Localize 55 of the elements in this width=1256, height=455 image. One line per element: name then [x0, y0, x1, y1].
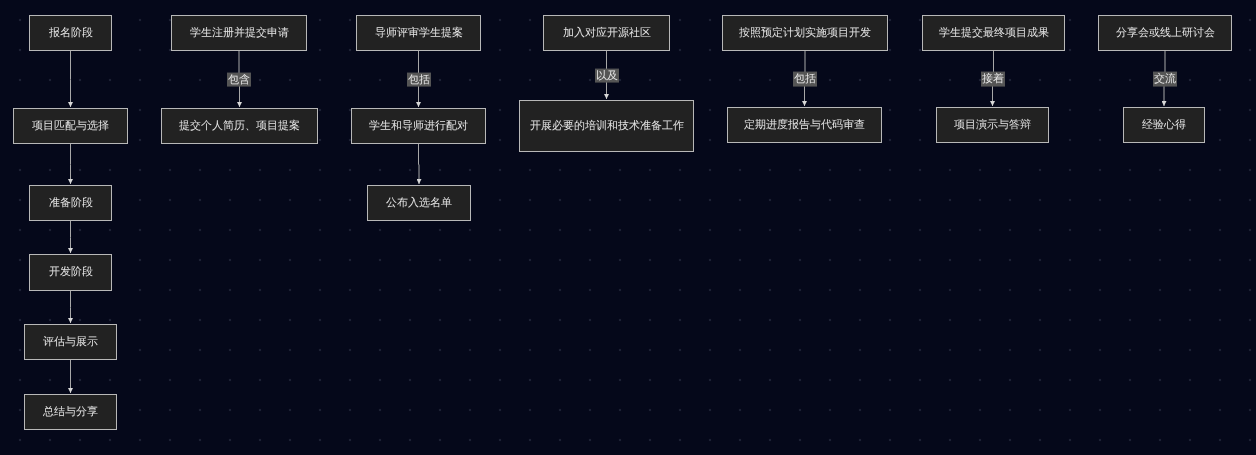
- process-box: [367, 185, 471, 221]
- edge-label: 包括: [792, 71, 817, 87]
- arrow: [68, 50, 73, 108]
- arrow: [68, 220, 73, 254]
- arrow: [237, 50, 242, 108]
- node-text: 准备阶段: [48, 194, 93, 211]
- node-text: 学生注册并提交申请: [189, 24, 289, 41]
- process-box: [722, 15, 888, 51]
- process-box: [1098, 15, 1232, 51]
- arrow: [416, 50, 421, 108]
- arrow: [68, 359, 73, 394]
- edge-label: 交流: [1152, 71, 1177, 87]
- edge-label: 接着: [981, 71, 1005, 87]
- arrow: [68, 143, 73, 185]
- node-text: 项目匹配与选择: [32, 117, 109, 134]
- node-text: 经验心得: [1142, 116, 1186, 133]
- arrow: [1161, 50, 1167, 107]
- node-text: 学生提交最终项目成果: [938, 24, 1049, 41]
- node-text: 按照预定计划实施项目开发: [739, 24, 871, 41]
- node-text: 总结与分享: [43, 403, 98, 420]
- arrow: [416, 143, 422, 185]
- process-box: [543, 15, 670, 51]
- node-text: 评估与展示: [43, 333, 98, 350]
- process-box: [936, 107, 1049, 143]
- node-text: 加入对应开源社区: [562, 24, 651, 41]
- process-box: [727, 107, 882, 143]
- process-box: [24, 394, 117, 430]
- process-box: [1123, 107, 1205, 143]
- node-text: 公布入选名单: [386, 194, 452, 211]
- arrow: [68, 290, 73, 324]
- process-box: [171, 15, 307, 51]
- arrow: [604, 50, 609, 100]
- edge-label: 以及: [594, 68, 619, 83]
- process-box: [922, 15, 1065, 51]
- node-text: 开展必要的培训和技术准备工作: [529, 117, 684, 134]
- process-box: [29, 15, 112, 51]
- node-text: 分享会或线上研讨会: [1115, 24, 1215, 41]
- edge-label: 包含: [227, 72, 252, 87]
- process-box: [351, 108, 486, 144]
- node-text: 提交个人简历、项目提案: [179, 117, 300, 134]
- edge-label: 包括: [406, 72, 431, 87]
- process-box: [29, 185, 112, 221]
- node-text: 开发阶段: [48, 264, 93, 281]
- node-text: 学生和导师进行配对: [369, 117, 468, 134]
- node-text: 项目演示与答辩: [954, 116, 1031, 133]
- process-box: [161, 108, 318, 144]
- arrow: [802, 50, 807, 107]
- process-box: [519, 100, 694, 152]
- node-text: 定期进度报告与代码审查: [744, 116, 865, 133]
- node-text: 报名阶段: [48, 24, 93, 41]
- process-box: [29, 254, 112, 291]
- node-text: 导师评审学生提案: [374, 24, 463, 41]
- process-box: [356, 15, 481, 51]
- process-box: [13, 108, 128, 144]
- process-box: [24, 324, 117, 360]
